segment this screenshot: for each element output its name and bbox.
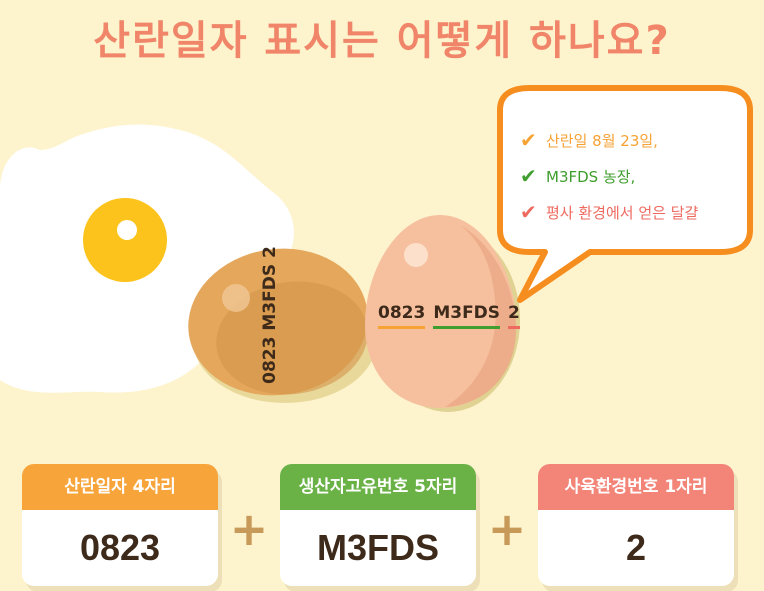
box-date-label: 산란일자 4자리 <box>22 464 218 510</box>
check-icon: ✔ <box>520 200 537 224</box>
egg-yolk-shine <box>117 220 137 240</box>
egg-code-farm: M3FDS <box>433 303 501 329</box>
box-environment: 사육환경번호 1자리 2 <box>538 464 734 586</box>
box-producer-value: M3FDS <box>316 527 439 568</box>
bubble-text: ✔ 산란일 8월 23일, ✔ M3FDS 농장, ✔ 평사 환경에서 얻은 달… <box>520 122 740 230</box>
plus-sign: + <box>487 502 527 556</box>
check-icon: ✔ <box>520 164 537 188</box>
egg-right-shape <box>365 215 516 408</box>
egg-right-code: 0823 M3FDS 2 <box>378 303 520 329</box>
egg-left-code: 0823 M3FDS 2 <box>260 246 280 384</box>
bubble-line-environment: ✔ 평사 환경에서 얻은 달걀 <box>520 200 699 224</box>
bubble-line-farm: ✔ M3FDS 농장, <box>520 164 636 188</box>
egg-illustration <box>0 85 753 412</box>
egg-code-env: 2 <box>508 303 520 329</box>
box-producer: 생산자고유번호 5자리 M3FDS <box>280 464 476 586</box>
check-icon: ✔ <box>520 128 537 152</box>
plus-sign: + <box>229 502 269 556</box>
box-date: 산란일자 4자리 0823 <box>22 464 218 586</box>
speech-bubble <box>497 85 753 303</box>
egg-yolk <box>83 198 167 282</box>
box-date-value: 0823 <box>79 527 161 568</box>
page-title: 산란일자 표시는 어떻게 하나요? <box>93 18 671 64</box>
egg-code-date: 0823 <box>378 303 426 329</box>
bubble-line-date: ✔ 산란일 8월 23일, <box>520 128 658 152</box>
box-environment-label: 사육환경번호 1자리 <box>538 464 734 510</box>
egg-left-shape <box>188 248 368 396</box>
box-producer-label: 생산자고유번호 5자리 <box>280 464 476 510</box>
box-environment-value: 2 <box>625 527 647 568</box>
